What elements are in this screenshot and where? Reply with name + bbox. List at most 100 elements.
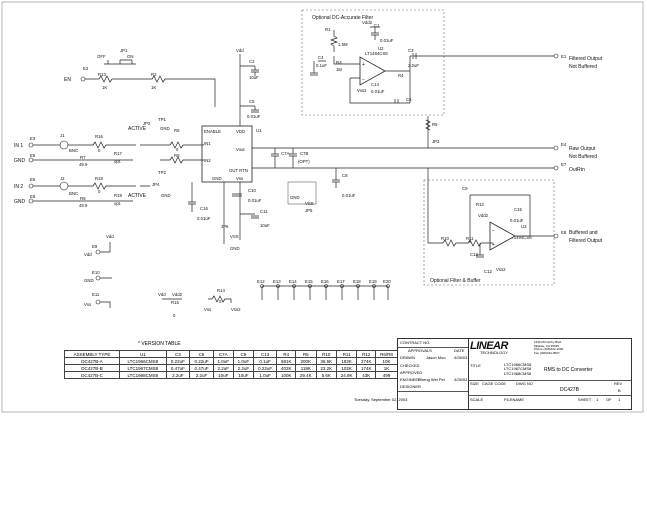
r15-vdd: Vdd bbox=[158, 292, 166, 297]
e2-terminal[interactable] bbox=[80, 76, 86, 82]
approved: APPROVED bbox=[400, 370, 423, 375]
e3-terminal[interactable] bbox=[28, 142, 34, 148]
jp6-vss: VSS bbox=[230, 234, 239, 239]
c8-value: 0.01uF bbox=[342, 193, 356, 198]
u3-opamp bbox=[489, 221, 516, 251]
c10-value: 0.01uF bbox=[248, 198, 262, 203]
e11-id: E11 bbox=[92, 292, 100, 297]
e8-terminal[interactable] bbox=[28, 198, 34, 204]
version-table-cell: DC427B-B bbox=[63, 364, 121, 372]
version-table-header-cell: R11 bbox=[335, 350, 358, 358]
c3-label: C3 bbox=[408, 48, 414, 53]
e7-terminal[interactable] bbox=[553, 165, 559, 171]
version-table-header-cell: C6 bbox=[189, 350, 214, 358]
svg-text:−: − bbox=[362, 77, 365, 83]
c1-label: C1 bbox=[374, 23, 380, 28]
e11-terminal[interactable] bbox=[95, 299, 101, 305]
r6-value: 0 bbox=[176, 147, 179, 152]
vdd2-b: Vdd2 bbox=[478, 213, 489, 218]
e8-id: E8 bbox=[30, 194, 36, 199]
r14-label: R14 bbox=[217, 288, 225, 293]
r7-value: 49.9 bbox=[79, 162, 88, 167]
u1-vdd: VDD bbox=[236, 129, 245, 134]
version-table-header-cell: C13 bbox=[252, 350, 278, 358]
test-point-label: E17 bbox=[337, 279, 345, 284]
j2-bnc-connector[interactable] bbox=[59, 181, 69, 191]
e1-terminal[interactable] bbox=[553, 53, 559, 59]
gnd1-label: GND bbox=[14, 158, 26, 164]
j2-bnc: BNC bbox=[69, 191, 78, 196]
e4-label: Raw Output bbox=[569, 146, 596, 152]
version-table-header-cell: R6/R8 bbox=[375, 350, 398, 358]
j1-bnc-connector[interactable] bbox=[59, 140, 69, 150]
r12-label: R12 bbox=[476, 202, 484, 207]
e8-out-label2: Filtered Output bbox=[569, 238, 603, 244]
engineer-date: 4/28/03 bbox=[454, 377, 468, 382]
e8-out-terminal[interactable] bbox=[553, 233, 559, 239]
jp5-jumper[interactable] bbox=[287, 181, 317, 205]
version-table-cell: DC427B-C bbox=[63, 371, 121, 379]
version-table-cell: 1.0uF bbox=[232, 357, 254, 365]
c9-label: C9 bbox=[462, 186, 468, 191]
r16-value: 0 bbox=[98, 148, 101, 153]
sheet-border bbox=[1, 1, 644, 413]
title-text: RMS to DC Converter bbox=[544, 367, 593, 373]
version-table-cell: 10K bbox=[375, 357, 398, 365]
sheet: SHEET bbox=[578, 397, 592, 402]
test-point-label: E12 bbox=[257, 279, 265, 284]
version-table-cell: 118K bbox=[295, 364, 317, 372]
u1-label: U1 bbox=[256, 128, 262, 133]
e6-terminal[interactable] bbox=[28, 183, 34, 189]
version-table-header-cell: R5 bbox=[295, 350, 317, 358]
version-table-cell: 0.22uF bbox=[189, 357, 214, 365]
gnd2-label: GND bbox=[14, 199, 26, 205]
gnd3-label: GND bbox=[84, 278, 94, 283]
date-stamp: Tuesday, September 02, 2003 bbox=[354, 397, 408, 402]
c7b-opt: (OPT) bbox=[298, 159, 310, 164]
jp3-label: JP3 bbox=[432, 139, 440, 144]
linear-logo: LINEAR bbox=[470, 340, 508, 352]
svg-text:+: + bbox=[492, 242, 495, 248]
e5-terminal[interactable] bbox=[28, 157, 34, 163]
version-table-cell: 10uF bbox=[232, 371, 254, 379]
vdd2-label: Vdd2 bbox=[362, 20, 373, 25]
c5-label: C5 bbox=[249, 99, 255, 104]
r1-value: 1.5M bbox=[338, 42, 348, 47]
e10-terminal[interactable] bbox=[95, 275, 101, 281]
svg-text:+: + bbox=[362, 62, 365, 68]
e7-label: OutRtn bbox=[569, 167, 585, 173]
drawn-name: Jason Moo bbox=[426, 355, 446, 360]
e4-terminal[interactable] bbox=[553, 145, 559, 151]
r13-value: 1K bbox=[102, 85, 107, 90]
e9-terminal[interactable] bbox=[95, 249, 101, 255]
r17-label: R17 bbox=[114, 151, 122, 156]
version-table-cell: 182K bbox=[335, 357, 358, 365]
r15-label: R15 bbox=[171, 300, 179, 305]
title-label: TITLE bbox=[470, 363, 481, 368]
version-table-cell: 102K bbox=[335, 364, 358, 372]
u1-vss: Vss bbox=[236, 176, 243, 181]
r10-label: R10 bbox=[441, 236, 449, 241]
title-block: CONTRACT NO. APPROVALS DATE DRAWN Jason … bbox=[354, 338, 632, 410]
version-table-cell: 0.1uF bbox=[252, 357, 278, 365]
version-table-cell: 24.9K bbox=[335, 371, 358, 379]
approvals-date: DATE bbox=[454, 348, 465, 353]
j1-label: J1 bbox=[60, 133, 65, 138]
version-table-cell: 2.2uF bbox=[232, 364, 254, 372]
version-table-header-cell: C3 bbox=[165, 350, 191, 358]
jp6-label: JP6 bbox=[221, 224, 229, 229]
test-point-label: E15 bbox=[305, 279, 313, 284]
e8-out-id: E8 bbox=[561, 230, 567, 235]
drawn: DRAWN bbox=[400, 355, 415, 360]
u2-label: U2 bbox=[378, 46, 384, 51]
version-table-header-cell: ASSEMBLY TYPE bbox=[63, 350, 121, 358]
e4-label2: Not Buffered bbox=[569, 154, 597, 160]
version-table-cell: 29.4K bbox=[295, 371, 317, 379]
version-table-cell: 2.2uF bbox=[165, 371, 191, 379]
size: SIZE bbox=[470, 381, 479, 386]
u1-enable: ENABLE bbox=[204, 129, 221, 134]
in1-label: IN 1 bbox=[14, 143, 23, 149]
